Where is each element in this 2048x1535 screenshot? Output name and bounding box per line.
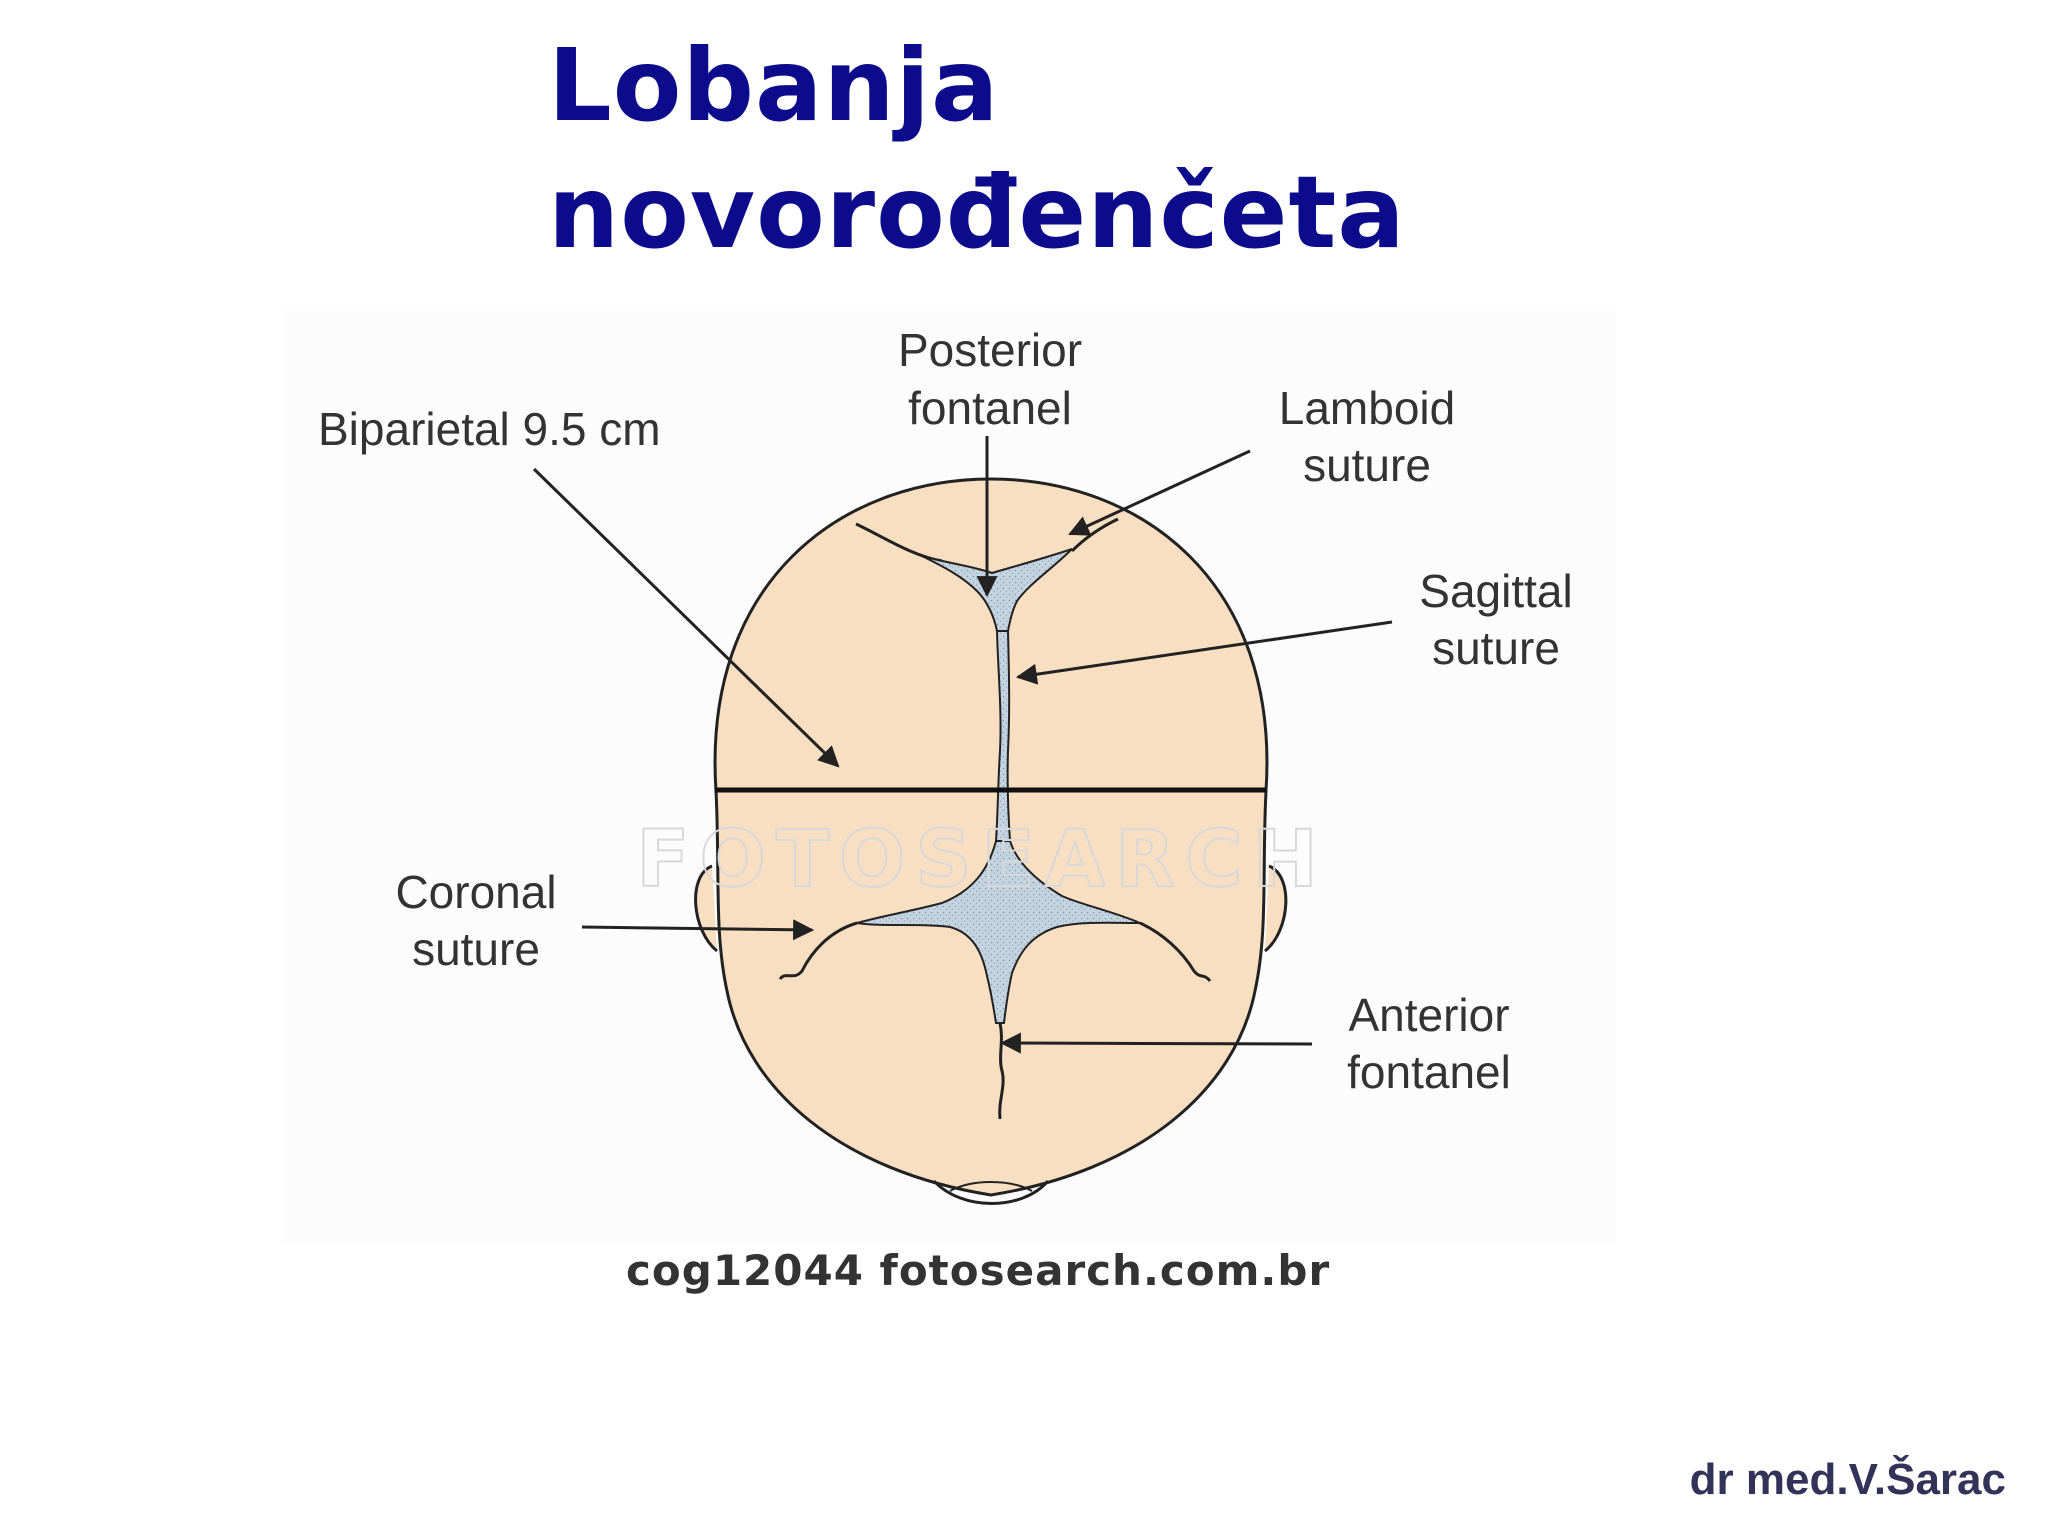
label-posterior-line1: Posterior	[898, 324, 1082, 376]
skull-diagram: FOTOSEARCH Biparietal 9.5 cm Posterior f…	[282, 311, 1616, 1243]
anterior-fontanel-pointer	[999, 1032, 1313, 1054]
coronal-suture-right	[1139, 921, 1212, 982]
skull-outline	[713, 477, 1269, 1197]
face-hint-2	[949, 1181, 1033, 1192]
biparietal-pointer	[532, 467, 840, 768]
skull-diagram-svg: FOTOSEARCH Biparietal 9.5 cm Posterior f…	[318, 324, 1573, 1205]
label-anterior-line1: Anterior	[1348, 989, 1509, 1041]
lamboid-suture-pointer	[1068, 449, 1251, 536]
label-sagittal-line2: suture	[1432, 622, 1560, 674]
right-ear	[1264, 864, 1288, 953]
slide-title: Lobanja novorođenčeta	[548, 22, 1448, 276]
label-lamboid-line1: Lamboid	[1279, 382, 1455, 434]
title-line-1: Lobanja	[548, 27, 1000, 144]
label-lamboid-line2: suture	[1303, 439, 1431, 491]
sagittal-suture-pointer	[1015, 620, 1393, 685]
image-caption: cog12044 fotosearch.com.br	[626, 1246, 1331, 1295]
face-hint	[932, 1179, 1050, 1205]
label-coronal-line1: Coronal	[395, 866, 556, 918]
label-posterior-line2: fontanel	[908, 382, 1072, 434]
coronal-suture-pointer	[581, 919, 815, 941]
author-credit: dr med.V.Šarac	[1689, 1455, 2006, 1504]
watermark-text: FOTOSEARCH	[636, 815, 1328, 905]
coronal-suture-left	[778, 921, 858, 981]
title-line-2: novorođenčeta	[548, 154, 1406, 271]
label-anterior-line2: fontanel	[1347, 1046, 1511, 1098]
label-biparietal: Biparietal 9.5 cm	[318, 403, 661, 455]
label-sagittal-line1: Sagittal	[1419, 565, 1572, 617]
label-coronal-line2: suture	[412, 923, 540, 975]
